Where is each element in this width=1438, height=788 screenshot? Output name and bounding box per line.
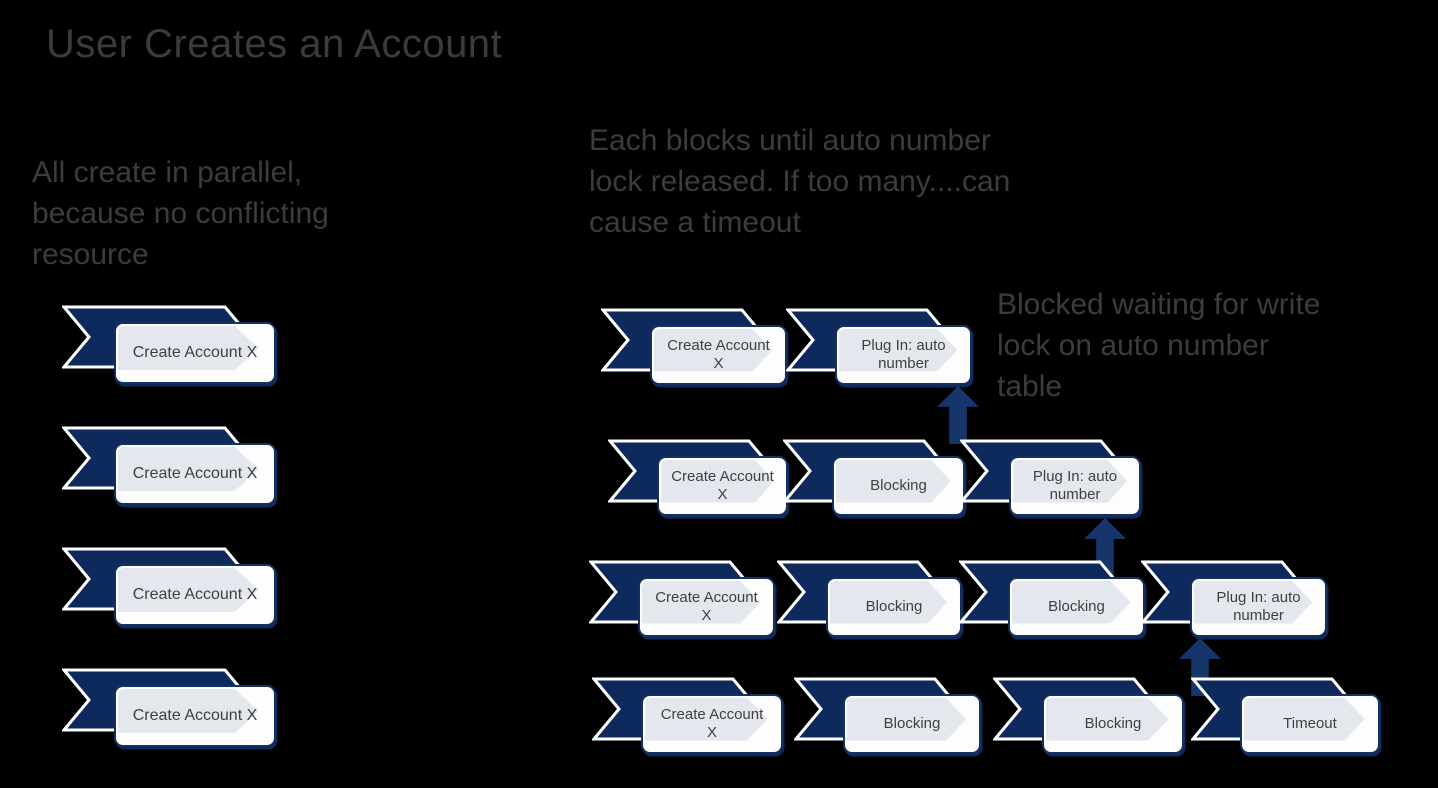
step-box: Plug In: auto number <box>835 325 972 385</box>
box-arrow-shape <box>1013 460 1127 503</box>
step-label: Plug In: auto number <box>1032 468 1118 503</box>
step-box: Create Account X <box>114 322 276 384</box>
box-arrow-shape <box>1046 698 1169 741</box>
step-label: Plug In: auto number <box>861 337 946 372</box>
step-label: Create Account X <box>132 464 258 482</box>
step-label: Timeout <box>1283 715 1337 733</box>
box-arrow-shape <box>654 329 773 372</box>
step-label: Create Account X <box>132 343 258 361</box>
step-label: Blocking <box>883 715 941 733</box>
step-label: Blocking <box>1048 598 1105 616</box>
box-arrow-shape <box>839 329 958 372</box>
step-box: Create Account X <box>650 325 787 385</box>
box-arrow-shape <box>118 689 259 734</box>
step-box: Create Account X <box>638 577 775 637</box>
box-arrow-shape <box>118 447 259 492</box>
box-arrow-shape <box>1244 698 1366 741</box>
step-label: Create Account X <box>132 706 258 724</box>
step-box: Blocking <box>843 694 981 754</box>
box-arrow-shape <box>118 326 259 371</box>
step-box: Plug In: auto number <box>1009 456 1141 516</box>
box-arrow-shape <box>118 568 259 613</box>
box-arrow-shape <box>830 581 948 624</box>
step-label: Blocking <box>1084 715 1142 733</box>
note-blocked-waiting: Blocked waiting for write lock on auto n… <box>997 288 1321 403</box>
up-arrow-icon <box>937 386 979 444</box>
note-parallel: All create in parallel, because no confl… <box>32 156 329 271</box>
step-label: Create Account X <box>132 585 258 603</box>
step-label: Create Account X <box>655 589 758 624</box>
box-arrow-shape <box>645 698 768 741</box>
box-arrow-shape <box>661 460 775 503</box>
step-box: Create Account X <box>114 685 276 747</box>
step-box: Blocking <box>832 456 965 516</box>
box-arrow-shape <box>1194 581 1313 624</box>
step-label: Plug In: auto number <box>1216 589 1301 624</box>
step-box: Timeout <box>1240 694 1380 754</box>
step-box: Create Account X <box>641 694 783 754</box>
step-box: Create Account X <box>657 456 788 516</box>
box-arrow-shape <box>642 581 761 624</box>
box-arrow-shape <box>847 698 967 741</box>
slide-title: User Creates an Account <box>46 22 503 66</box>
step-box: Plug In: auto number <box>1190 577 1327 637</box>
note-blocks-timeout: Each blocks until auto number lock relea… <box>589 124 1011 239</box>
step-label: Create Account X <box>667 337 770 372</box>
step-label: Blocking <box>870 477 927 495</box>
step-box: Blocking <box>1042 694 1184 754</box>
step-box: Create Account X <box>114 443 276 505</box>
step-box: Blocking <box>1008 577 1145 637</box>
step-label: Create Account X <box>671 468 774 503</box>
step-box: Create Account X <box>114 564 276 626</box>
step-label: Blocking <box>865 598 923 616</box>
box-arrow-shape <box>836 460 951 503</box>
step-label: Create Account X <box>660 706 764 741</box>
box-arrow-shape <box>1012 581 1131 624</box>
step-box: Blocking <box>826 577 962 637</box>
